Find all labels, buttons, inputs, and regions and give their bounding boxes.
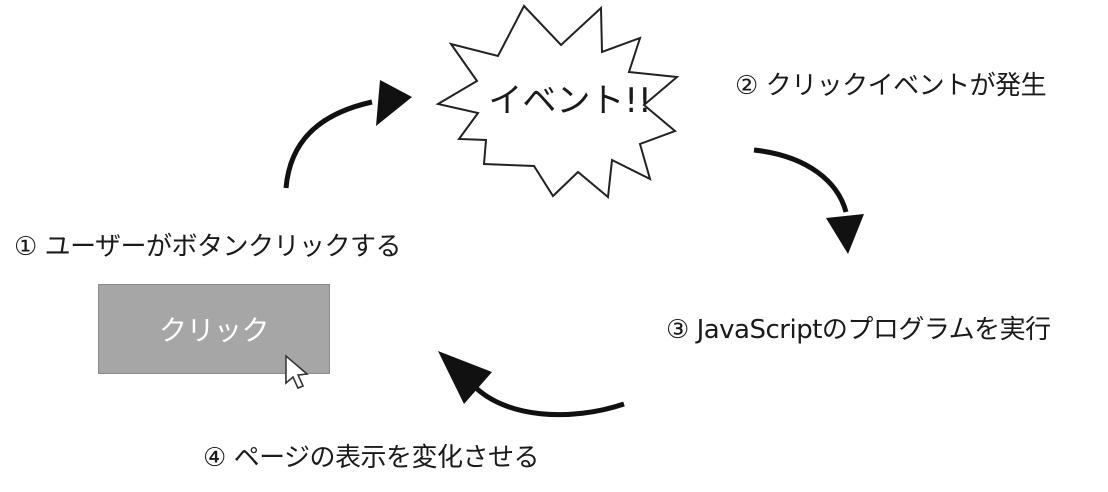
arrow-head-3 <box>438 351 492 404</box>
click-button-label: クリック <box>158 314 270 347</box>
step2-event-fired-label: ② クリックイベントが発生 <box>735 71 1047 101</box>
arrow-head-2 <box>826 214 864 254</box>
arrow-step3-to-step4 <box>472 384 625 418</box>
click-button[interactable]: クリック <box>98 284 330 374</box>
step3-run-javascript-label: ③ JavaScriptのプログラムを実行 <box>666 315 1051 345</box>
arrow-step1-to-step2 <box>283 99 373 189</box>
event-starburst <box>435 4 680 199</box>
step4-update-page-label: ④ ページの表示を変化させる <box>203 443 540 473</box>
arrow-step2-to-step3 <box>753 147 849 213</box>
event-burst-label: イベント!! <box>488 81 651 121</box>
arrow-head-1 <box>376 80 412 126</box>
step1-user-click-label: ① ユーザーがボタンクリックする <box>14 232 402 262</box>
